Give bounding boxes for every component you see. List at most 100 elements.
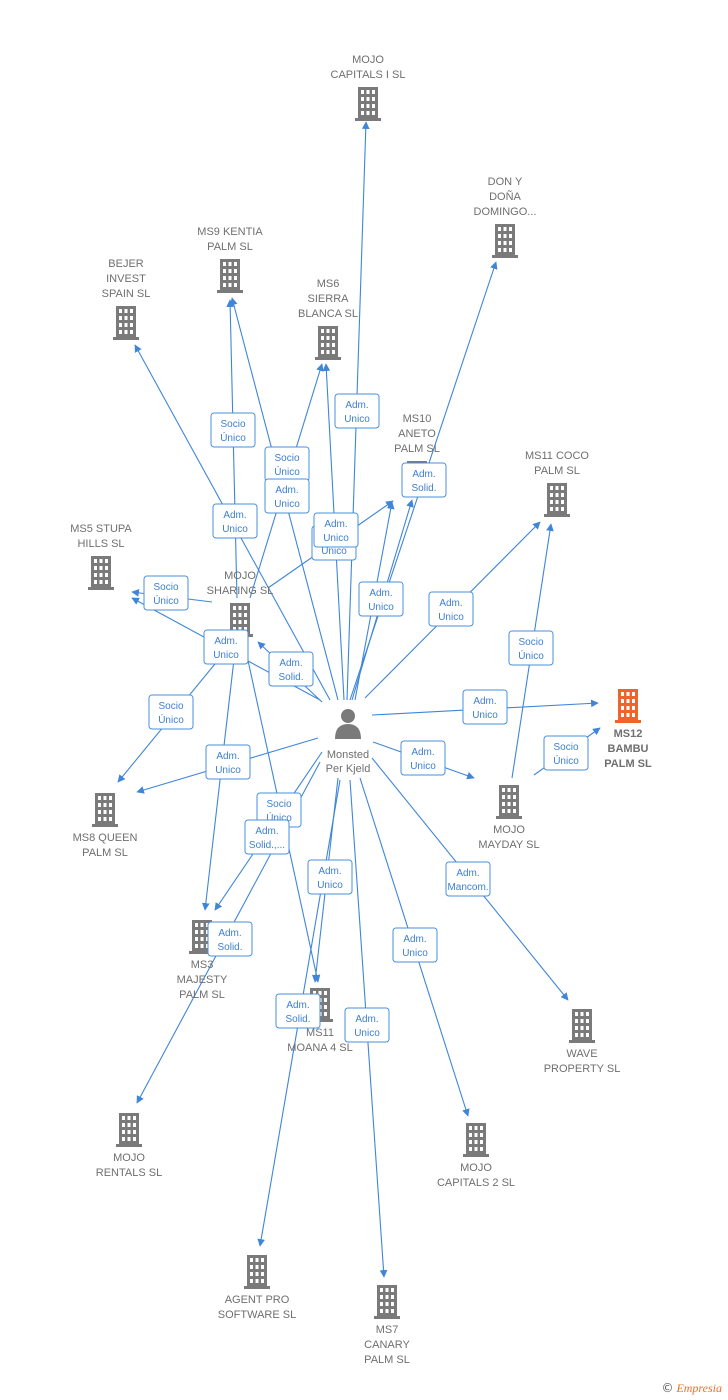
company-label-line: DOMINGO... <box>474 206 537 218</box>
building-icon <box>463 1123 489 1157</box>
relation-label-r-sierra-adm[interactable]: Adm.Unico <box>264 478 310 514</box>
relation-label-text: Socio <box>220 419 245 430</box>
relation-label-r-bambu[interactable]: Adm.Unico <box>462 689 508 725</box>
company-label-line: MS7 <box>376 1324 399 1336</box>
company-label-line: PALM SL <box>207 241 253 253</box>
relation-label-r-rentals[interactable]: Adm.Solid. <box>207 921 253 957</box>
relation-label-r-don[interactable]: Adm.Unico <box>313 512 359 548</box>
relation-label-box <box>203 629 249 665</box>
relation-label-text: Unico <box>354 1028 380 1039</box>
building-icon <box>116 1113 142 1147</box>
company-label-line: MS9 KENTIA <box>197 226 263 238</box>
building-icon <box>569 1009 595 1043</box>
relation-label-box <box>210 412 256 448</box>
relation-label-r-stupa-adm[interactable]: Adm.Unico <box>203 629 249 665</box>
building-icon <box>88 556 114 590</box>
relation-label-r-sharing-solid[interactable]: Adm.Solid. <box>268 651 314 687</box>
relation-label-text: Socio <box>553 742 578 753</box>
company-node-don-y-dona[interactable]: DON YDOÑADOMINGO... <box>474 176 537 258</box>
company-label-line: BLANCA SL <box>298 308 358 320</box>
relation-label-box <box>508 630 554 666</box>
relation-label-box <box>543 735 589 771</box>
company-label-line: MS11 <box>306 1027 334 1039</box>
relation-label-r-moana[interactable]: Adm.Unico <box>307 859 353 895</box>
relation-label-box <box>143 575 189 611</box>
relation-label-r-canary[interactable]: Adm.Unico <box>344 1007 390 1043</box>
relation-labels-layer: Adm.UnicoSocioÚnicoSocioÚnicoAdm.UnicoAd… <box>143 393 589 1043</box>
relation-label-r-bejer[interactable]: Adm.Unico <box>212 503 258 539</box>
relation-label-text: Socio <box>153 582 178 593</box>
relation-label-text: Unico <box>215 765 241 776</box>
company-label-line: BEJER <box>108 258 144 270</box>
relation-label-box <box>400 740 446 776</box>
relation-label-r-majesty-multi[interactable]: Adm.Solid.,... <box>244 819 290 855</box>
building-icon <box>496 785 522 819</box>
company-label-line: PALM SL <box>364 1354 410 1366</box>
relation-label-r-wave[interactable]: Adm.Mancom. <box>445 861 491 897</box>
relation-label-text: Adm. <box>411 747 434 758</box>
person-name-line: Per Kjeld <box>326 763 371 775</box>
relation-label-text: Adm. <box>345 400 368 411</box>
relation-label-box <box>212 503 258 539</box>
relation-label-text: Unico <box>438 612 464 623</box>
relation-label-text: Mancom. <box>447 882 488 893</box>
relation-label-text: Adm. <box>279 658 302 669</box>
relation-label-r-aneto[interactable]: Adm.Solid. <box>401 462 447 498</box>
relation-label-r-mayday[interactable]: Adm.Unico <box>400 740 446 776</box>
relation-label-text: Adm. <box>214 636 237 647</box>
relation-label-text: Socio <box>274 453 299 464</box>
building-icon <box>544 483 570 517</box>
company-label-line: MS8 QUEEN <box>73 832 138 844</box>
relation-label-text: Adm. <box>473 696 496 707</box>
relation-label-box <box>307 859 353 895</box>
relation-label-text: Socio <box>518 637 543 648</box>
relation-label-box <box>264 478 310 514</box>
relation-label-text: Solid. <box>285 1014 310 1025</box>
relation-label-text: Solid. <box>217 942 242 953</box>
company-label-line: SOFTWARE SL <box>218 1309 296 1321</box>
building-icon <box>113 306 139 340</box>
company-label-line: MOJO <box>493 824 525 836</box>
company-label-line: MS6 <box>317 278 340 290</box>
company-node-ms9-kentia[interactable]: MS9 KENTIA PALM SL <box>197 226 263 293</box>
relation-label-box <box>358 581 404 617</box>
company-label-line: PALM SL <box>394 443 440 455</box>
company-node-mojo-mayday[interactable]: MOJO MAYDAY SL <box>478 785 540 851</box>
company-label-line: MS5 STUPA <box>70 523 132 535</box>
footer-brand[interactable]: © Empresia <box>661 1381 722 1396</box>
relation-label-r-queen-adm[interactable]: Adm.Unico <box>205 744 251 780</box>
relation-label-r-capitals-i[interactable]: Adm.Unico <box>334 393 380 429</box>
company-label-line: RENTALS SL <box>96 1167 162 1179</box>
relation-label-r-agent[interactable]: Adm.Solid. <box>275 993 321 1029</box>
relation-label-r-capitals-2[interactable]: Adm.Unico <box>392 927 438 963</box>
relation-label-r-aneto-adm[interactable]: Adm.Unico <box>358 581 404 617</box>
relation-label-box <box>207 921 253 957</box>
company-label-line: MS3 <box>191 959 214 971</box>
relation-label-r-coco[interactable]: Adm.Unico <box>428 591 474 627</box>
company-label-line: CANARY <box>364 1339 410 1351</box>
company-label-line: MAYDAY SL <box>478 839 539 851</box>
